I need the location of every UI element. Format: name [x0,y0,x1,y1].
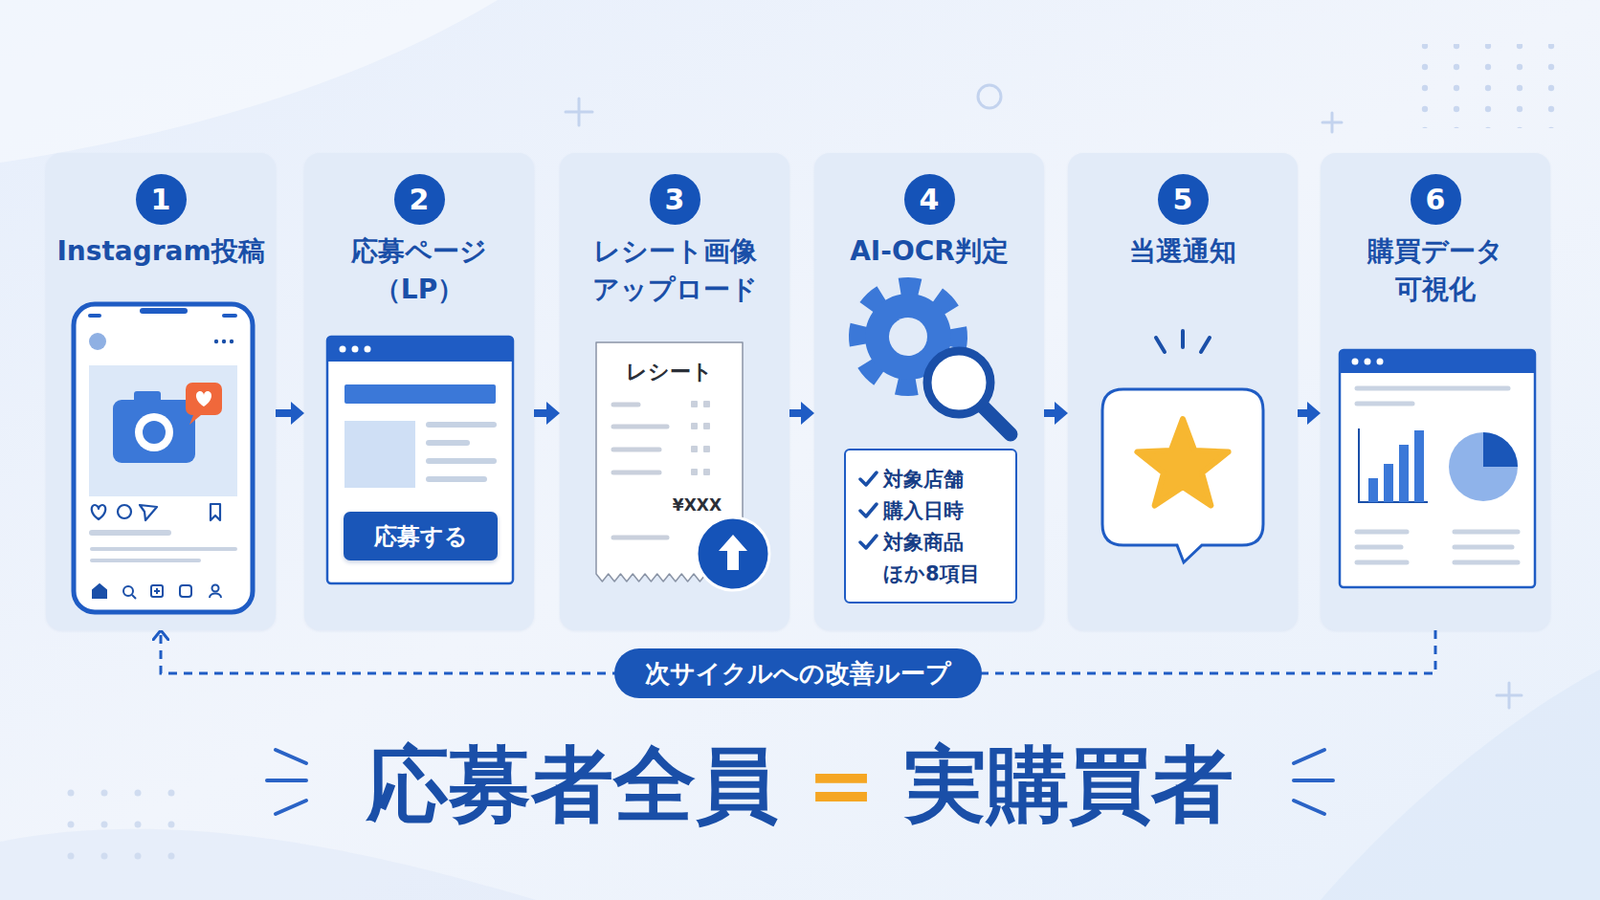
equals-sign: = [806,736,876,833]
step-card: 3 レシート画像 アップロード レシート ¥XXX [559,153,790,631]
step-card: 4AI-OCR判定対象店舗購入日時対象商品ほか8項目 [814,153,1045,631]
dot-grid [1406,44,1564,129]
step-number: 5 [1157,174,1209,225]
dot-grid [51,778,186,874]
flow-arrow [1297,409,1312,418]
step-number: 2 [394,174,445,225]
step-title: レシート画像 アップロード [578,232,771,310]
step-card: 6 購買データ 可視化 [1320,153,1551,631]
check-mark [857,494,879,527]
step-number: 4 [904,174,956,225]
flow-arrow [1044,409,1059,418]
step-number: 3 [649,174,701,225]
step-title: 当選通知 [1129,232,1237,271]
step-number: 6 [1410,174,1462,225]
check-item: 対象店舗 [883,466,964,493]
ring [977,85,1001,109]
receipt-box: レシート ¥XXX [596,342,743,582]
button-label: 応募する [374,521,468,553]
cta-button: 応募する [343,511,498,561]
step-title: AI-OCR判定 [849,232,1009,271]
step-title: 購買データ 可視化 [1339,232,1532,310]
receipt-amount: ¥XXX [596,493,743,517]
step-title: Instagram投稿 [56,232,265,271]
check-item: 購入日時 [883,497,964,525]
step-title: 応募ページ （LP） [323,232,515,310]
receipt-title: レシート [596,357,743,387]
check-mark [857,463,879,495]
flow-arrow [533,409,551,418]
check-mark [857,526,879,558]
flow-arrow [275,409,295,418]
check-row: 購入日時 [857,494,1002,527]
check-row: 対象商品 [857,526,1002,558]
tagline: 応募者全員 = 実購買者 [0,736,1600,833]
step-card: 5 当選通知 [1067,153,1298,631]
flow-arrow [789,409,805,418]
tagline-text: 応募者全員 [366,736,778,833]
check-list-box: 対象店舗購入日時対象商品ほか8項目 [844,448,1018,604]
check-row: ほか8項目 [857,557,1002,590]
step-number: 1 [135,174,187,225]
wave [1320,669,1600,900]
loop-label: 次サイクルへの改善ループ [614,648,982,699]
step-card: 1Instagram投稿 [45,153,276,631]
check-row: 対象店舗 [857,463,1002,495]
step-card: 2 応募ページ （LP） 応募する [304,153,534,631]
check-item: ほか8項目 [883,560,980,588]
tagline-text: 実購買者 [904,736,1234,833]
wave [0,0,498,163]
check-item: 対象商品 [883,529,964,556]
